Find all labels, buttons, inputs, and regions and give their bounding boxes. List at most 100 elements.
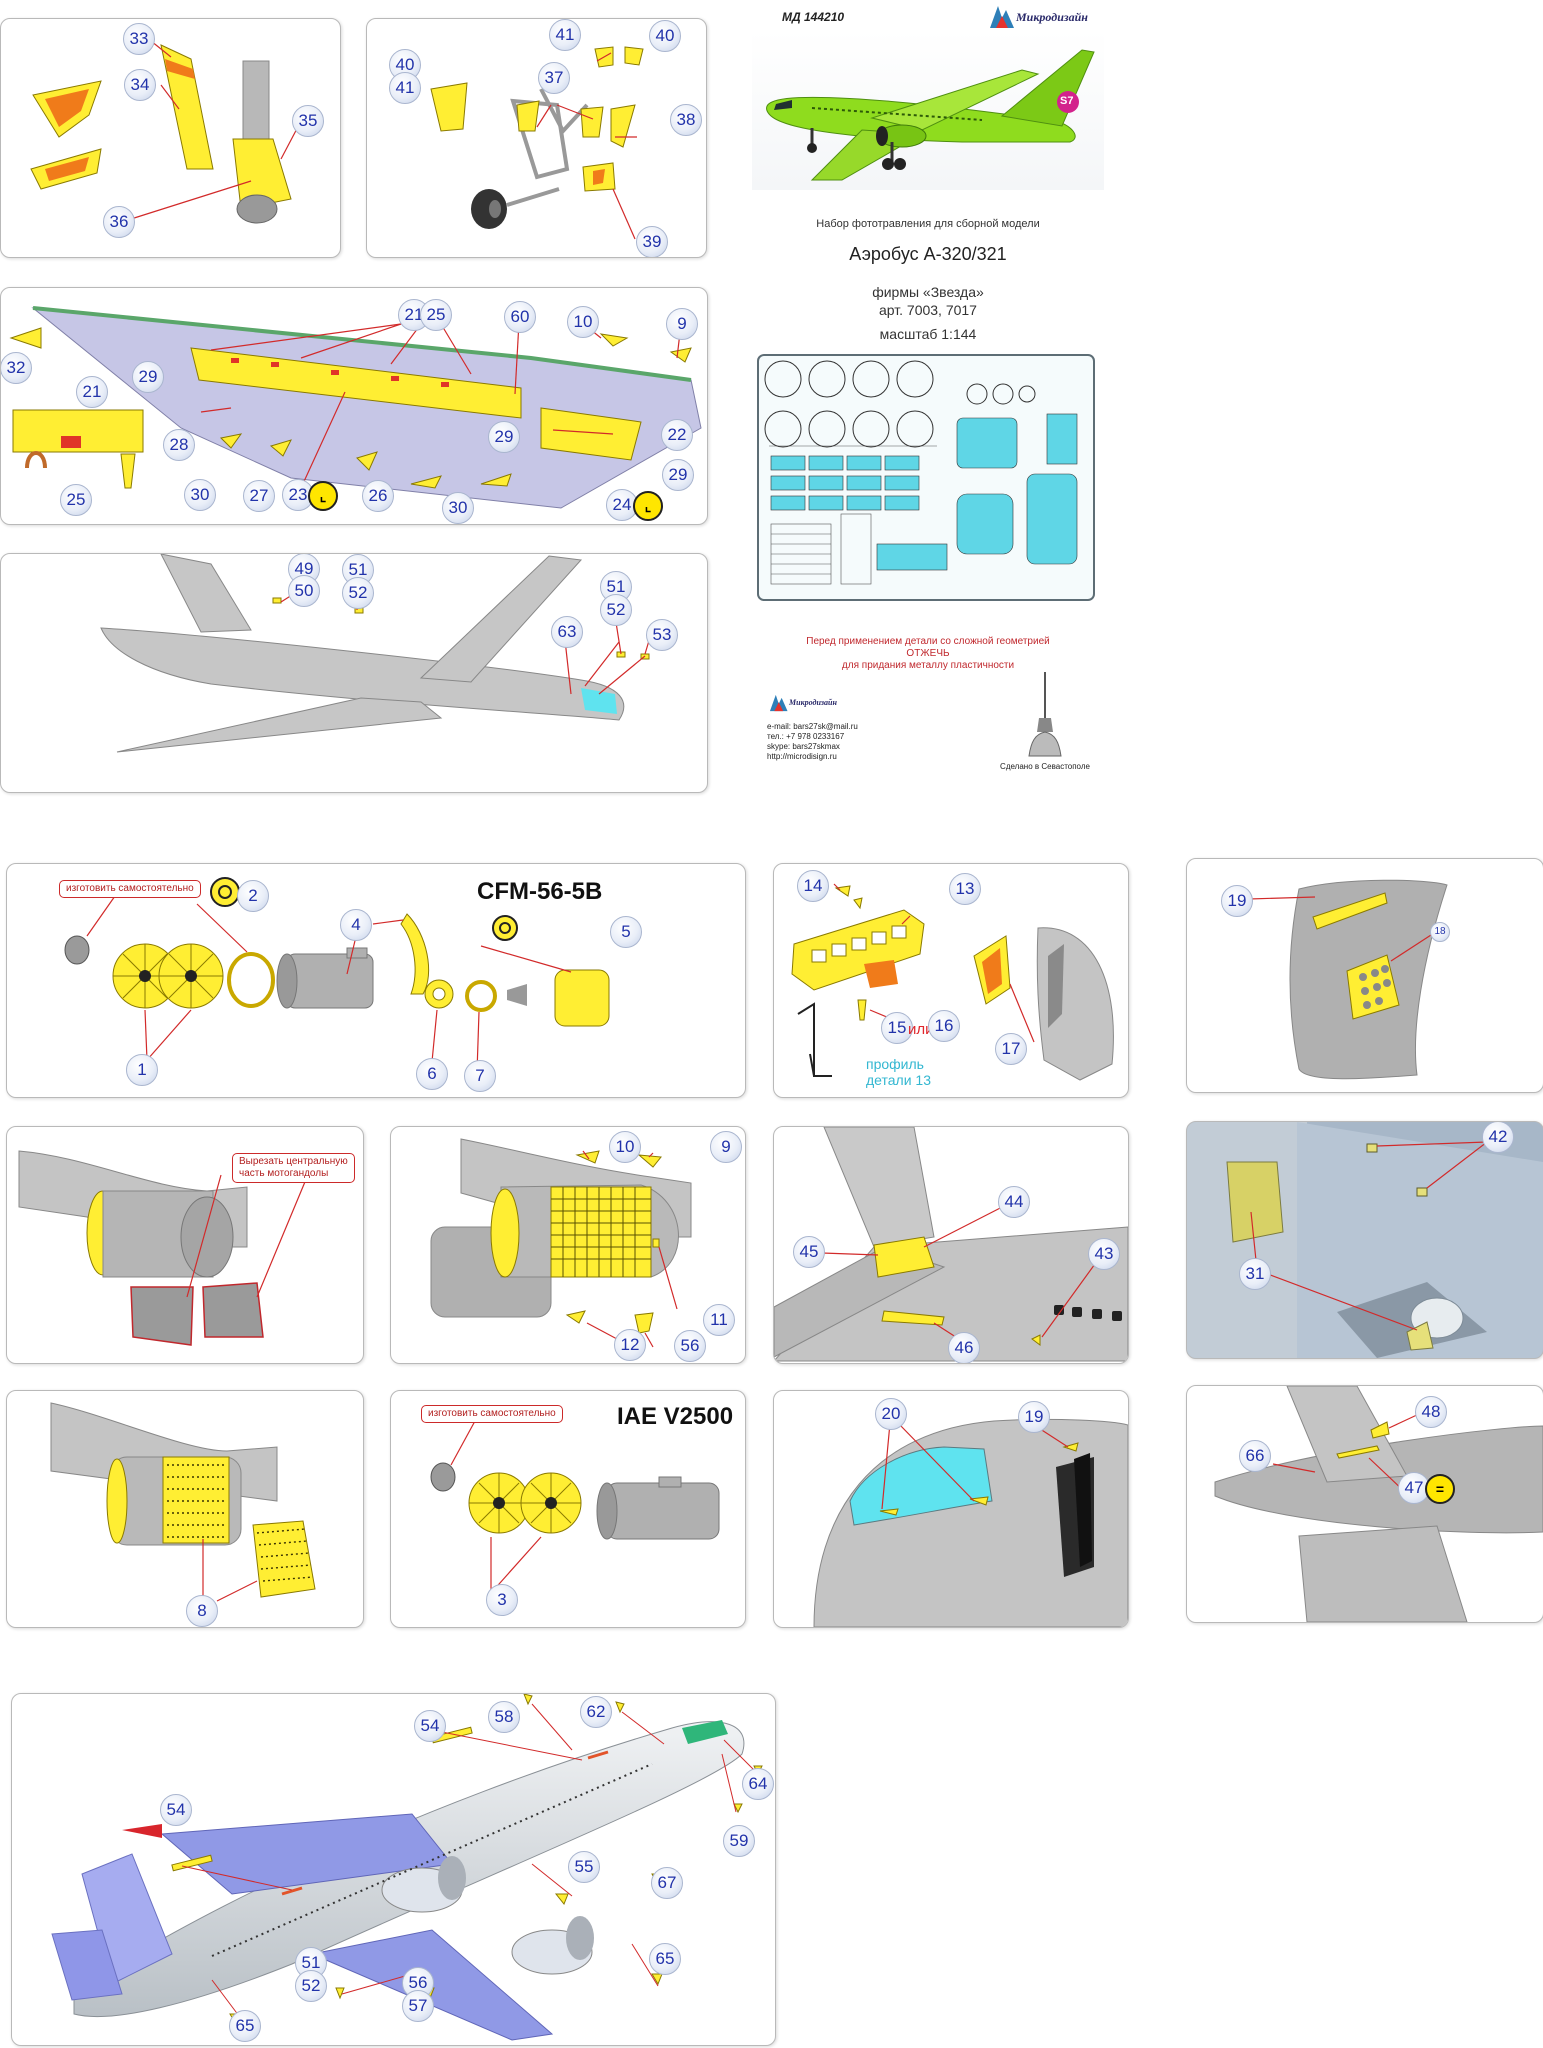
brand-name: Микродизайн [1016, 10, 1088, 24]
panel-tail-fin: 48 66 47 = [1186, 1385, 1543, 1623]
brand-mark-small-icon [769, 694, 788, 712]
callout-30-b: 30 [442, 492, 474, 524]
callout-45: 45 [793, 1236, 825, 1268]
callout-60: 60 [504, 301, 536, 333]
panel-main-gear-doors: 33 34 35 36 [0, 18, 341, 258]
callout-41-left: 41 [389, 72, 421, 104]
callout-42: 42 [1482, 1122, 1514, 1153]
callout-20: 20 [875, 1398, 907, 1430]
callout-54-left: 54 [160, 1794, 192, 1826]
callout-40-top: 40 [649, 20, 681, 52]
callout-52-a: 52 [342, 577, 374, 609]
kit-maker: фирмы «Звезда» [872, 284, 984, 300]
panel-wing-root: 44 45 43 46 [773, 1126, 1129, 1364]
brand-mark-icon [990, 6, 1014, 28]
cfm-title: CFM-56-5B [477, 878, 603, 905]
callout-29-c: 29 [662, 459, 694, 491]
callout-39: 39 [636, 226, 668, 257]
panel-gear-bay-photo: 42 31 [1186, 1121, 1543, 1359]
callout-41-top: 41 [549, 19, 581, 51]
panel-tail-cone: 19 18 [1186, 858, 1543, 1093]
or-label: или [908, 1021, 934, 1038]
callout-35: 35 [292, 105, 324, 137]
panel-nose-gear: 41 40 40 41 37 38 39 [366, 18, 707, 258]
kit-article: арт. 7003, 7017 [879, 302, 977, 318]
callout-6: 6 [416, 1058, 448, 1090]
callout-22: 22 [661, 419, 693, 451]
callout-19-tail: 19 [1221, 885, 1253, 917]
panel-windscreen: 20 19 [773, 1390, 1129, 1628]
callout-50: 50 [288, 575, 320, 607]
callout-9-engine: 9 [710, 1131, 742, 1163]
callout-13: 13 [949, 873, 981, 905]
callout-31: 31 [1239, 1258, 1271, 1290]
anneal-sign-icon-2: ⌞ [633, 491, 663, 521]
callout-38: 38 [670, 104, 702, 136]
callout-26: 26 [362, 480, 394, 512]
kit-subtitle: Набор фототравления для сборной модели [816, 218, 1040, 230]
callout-36: 36 [103, 206, 135, 238]
callout-21-detail: 21 [76, 376, 108, 408]
sevastopol-monument [1025, 668, 1065, 760]
callout-58: 58 [488, 1701, 520, 1733]
contact-site: http://microdisign.ru [767, 752, 837, 761]
callout-27: 27 [243, 480, 275, 512]
anneal-sign-icon: ⌞ [308, 481, 338, 511]
kit-scale: масштаб 1:144 [879, 326, 977, 342]
callout-12: 12 [614, 1329, 646, 1361]
contact-brand: Микродизайн [789, 698, 837, 707]
anneal-sign-icon-3: = [1425, 1474, 1455, 1504]
callout-63: 63 [551, 616, 583, 648]
panel-iae-grille: 8 [6, 1390, 364, 1628]
callout-2: 2 [237, 880, 269, 912]
panel-cockpit-parts: 14 13 15 или 16 17 профиль детали 13 [773, 863, 1129, 1098]
warning-line-2: ОТЖЕЧЬ [906, 648, 950, 659]
contact-skype: skype: bars27skmax [767, 742, 840, 751]
panel-cfm-engine: изготовить самостоятельно CFM-56-5B 2 4 … [6, 863, 746, 1098]
panel-overview: 54 58 62 64 54 59 55 67 65 51 52 56 57 6… [11, 1693, 776, 2046]
callout-62: 62 [580, 1696, 612, 1728]
callout-7: 7 [464, 1060, 496, 1092]
callout-33: 33 [123, 23, 155, 55]
callout-8: 8 [186, 1595, 218, 1627]
callout-24: 24 [606, 489, 638, 521]
panel-engine-grille: 10 9 11 12 56 [390, 1126, 746, 1364]
callout-15: 15 [881, 1012, 913, 1044]
cut-center-line-1: Вырезать центральную [239, 1156, 348, 1167]
profile-line-2: детали 13 [866, 1072, 931, 1088]
warning-line-1: Перед применением детали со сложной геом… [806, 636, 1050, 647]
callout-29-a: 29 [132, 361, 164, 393]
made-in: Сделано в Севастополе [1000, 762, 1090, 771]
callout-52-overview: 52 [295, 1970, 327, 2002]
callout-28: 28 [163, 429, 195, 461]
callout-29-b: 29 [488, 421, 520, 453]
callout-25-wing: 25 [420, 299, 452, 331]
panel-iae-engine: изготовить самостоятельно IAE V2500 3 [390, 1390, 746, 1628]
callout-32: 32 [1, 352, 32, 384]
callout-14: 14 [797, 870, 829, 902]
product-code: МД 144210 [782, 10, 845, 24]
brand-logo: Микродизайн [986, 4, 1096, 30]
callout-18: 18 [1430, 922, 1450, 942]
callout-57: 57 [402, 1990, 434, 2022]
panel-nacelle-cut: Вырезать центральную часть мотогандолы [6, 1126, 364, 1364]
callout-59: 59 [723, 1825, 755, 1857]
cut-center-note: Вырезать центральную часть мотогандолы [232, 1153, 355, 1183]
callout-16: 16 [928, 1010, 960, 1042]
livery-logo: S7 [1060, 95, 1074, 107]
panel-fuselage-antennas: 49 50 51 52 51 52 63 53 [0, 553, 708, 793]
callout-25-detail: 25 [60, 484, 92, 516]
callout-56-engine: 56 [674, 1330, 706, 1362]
aircraft-photo: S7 [752, 30, 1104, 190]
callout-65-bottom: 65 [229, 2010, 261, 2042]
warning-line-3: для придания металлу пластичности [841, 660, 1015, 671]
profile-line-1: профиль [866, 1056, 924, 1072]
callout-5: 5 [610, 916, 642, 948]
callout-10-engine: 10 [609, 1131, 641, 1163]
callout-34: 34 [124, 69, 156, 101]
callout-48: 48 [1415, 1396, 1447, 1428]
callout-64: 64 [742, 1768, 774, 1800]
cut-center-line-2: часть мотогандолы [239, 1168, 329, 1179]
callout-9-wing: 9 [666, 308, 698, 340]
callout-3: 3 [486, 1584, 518, 1616]
